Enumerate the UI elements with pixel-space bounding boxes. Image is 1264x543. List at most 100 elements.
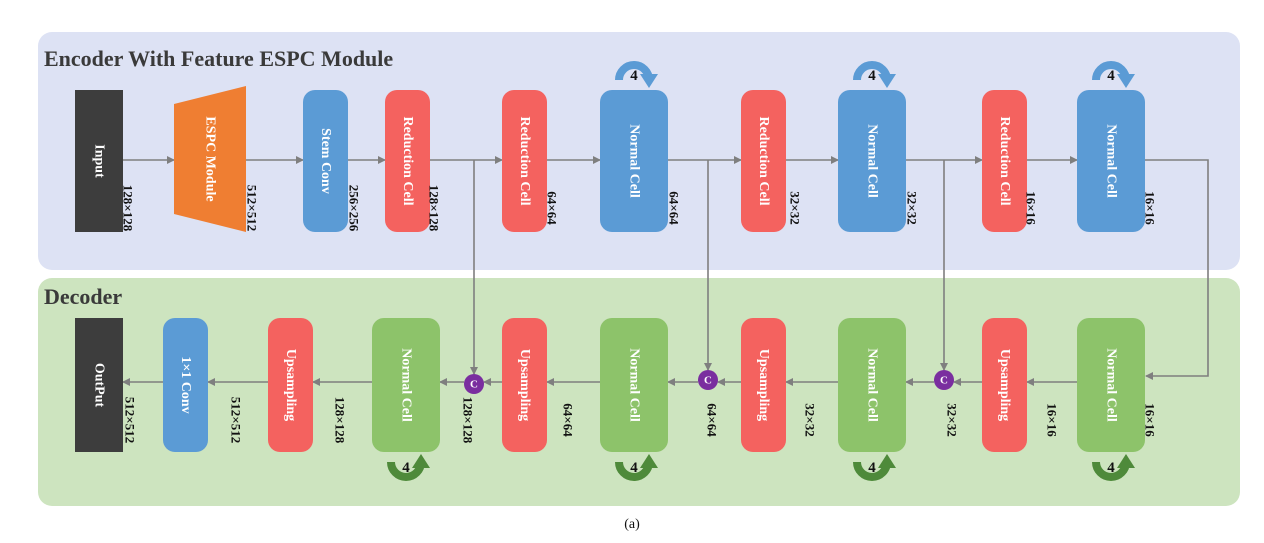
decoder-up3-label: Upsampling [756,349,771,421]
encoder-title: Encoder With Feature ESPC Module [44,46,393,71]
decoder-dnorm1-shape [372,318,440,452]
decoder-title: Decoder [44,284,122,309]
encoder-red4-shape [982,90,1027,232]
decoder-dnorm4-shape [1077,318,1145,452]
encoder-to-decoder-arrow [1145,159,1209,380]
encoder-norm1-repeat-icon: 4 [615,61,658,88]
decoder-up3: Upsampling 32×32 [741,318,818,452]
decoder-dnorm2-shape [600,318,668,452]
encoder-red2-label: Reduction Cell [517,116,532,205]
encoder-norm3-dim: 16×16 [1143,191,1158,225]
decoder-output-shape [75,318,123,452]
encoder-red1-label: Reduction Cell [400,116,415,205]
decoder-dnorm1-dim: 128×128 [461,397,476,444]
decoder-up2-shape [502,318,547,452]
encoder-espc: ESPC Module 512×512 [174,86,260,232]
decoder-conv1x1-label: 1×1 Conv [178,356,193,413]
decoder-up1-label: Upsampling [283,349,298,421]
decoder-dnorm2-label: Normal Cell [627,348,642,422]
decoder-dnorm3-label: Normal Cell [865,348,880,422]
encoder-espc-dim: 512×512 [245,185,260,231]
decoder-up3-shape [741,318,786,452]
encoder-stem-dim: 256×256 [347,185,362,232]
decoder-up4: Upsampling 16×16 [982,318,1060,452]
decoder-dnorm2-repeat-icon-label: 4 [630,460,638,476]
encoder-norm3-label: Normal Cell [1104,124,1119,198]
figure-caption: (a) [624,517,640,532]
decoder-up1-shape [268,318,313,452]
decoder-dnorm2-dim: 64×64 [705,403,720,437]
decoder-dnorm4-dim: 16×16 [1143,403,1158,437]
decoder-dnorm1-repeat-icon-label: 4 [402,460,410,476]
decoder-up2-dim: 64×64 [561,403,576,437]
decoder-up1: Upsampling 128×128 [268,318,348,452]
encoder-red4-dim: 16×16 [1024,191,1039,225]
encoder-red3-label: Reduction Cell [756,116,771,205]
encoder-stem-label: Stem Conv [318,128,333,194]
encoder-red2-dim: 64×64 [545,191,560,225]
encoder-norm2-repeat-icon-label: 4 [868,68,876,84]
decoder-conv1x1-shape [163,318,208,452]
encoder-norm3-repeat-icon-label: 4 [1107,68,1115,84]
encoder-red2: Reduction Cell 64×64 [502,90,560,232]
encoder-input-shape [75,90,123,232]
encoder-norm1-repeat-icon-label: 4 [630,68,638,84]
concat-label: C [940,375,948,387]
decoder-up2-label: Upsampling [517,349,532,421]
concat-node-3: C [934,370,954,390]
encoder-red3-dim: 32×32 [788,191,803,224]
encoder-espc-label: ESPC Module [203,116,218,201]
decoder-up1-dim: 128×128 [333,397,348,444]
decoder-dnorm3-repeat-icon: 4 [853,454,896,481]
decoder-dnorm4-label: Normal Cell [1104,348,1119,422]
decoder-up4-dim: 16×16 [1045,403,1060,437]
encoder-red1-shape [385,90,430,232]
decoder-dnorm4-repeat-icon: 4 [1092,454,1135,481]
encoder-norm3: Normal Cell 16×16 4 [1077,61,1158,232]
connection-arrows [122,156,1209,386]
encoder-input-dim: 128×128 [121,185,136,232]
concat-label: C [704,375,712,387]
encoder-blocks: Input 128×128 ESPC Module 512×512 Stem Conv 2… [75,61,1158,232]
concat-node-2: C [698,370,718,390]
decoder-dnorm3-repeat-icon-label: 4 [868,460,876,476]
encoder-red1-dim: 128×128 [427,185,442,232]
encoder-red3-shape [741,90,786,232]
encoder-norm1-dim: 64×64 [667,191,682,225]
decoder-dnorm3-shape [838,318,906,452]
encoder-input-label: Input [92,144,107,178]
encoder-norm2-repeat-icon: 4 [853,61,896,88]
decoder-up3-dim: 32×32 [803,403,818,436]
decoder-dnorm1-repeat-icon: 4 [387,454,430,481]
encoder-norm2-dim: 32×32 [905,191,920,224]
encoder-red3: Reduction Cell 32×32 [741,90,803,232]
decoder-conv1x1: 1×1 Conv 512×512 [163,318,244,452]
decoder-up4-label: Upsampling [997,349,1012,421]
decoder-dnorm4: Normal Cell 16×16 4 [1077,318,1158,481]
encoder-norm3-repeat-icon: 4 [1092,61,1135,88]
decoder-up2: Upsampling 64×64 [502,318,576,452]
encoder-espc-shape [174,86,246,232]
encoder-norm1-shape [600,90,668,232]
concat-label: C [470,379,478,391]
decoder-up4-shape [982,318,1027,452]
decoder-output-dim: 512×512 [123,397,138,443]
encoder-stem: Stem Conv 256×256 [303,90,362,232]
encoder-red2-shape [502,90,547,232]
decoder-dnorm3: Normal Cell 32×32 4 [838,318,960,481]
decoder-dnorm4-repeat-icon-label: 4 [1107,460,1115,476]
concat-node-1: C [464,374,484,394]
decoder-dnorm3-dim: 32×32 [945,403,960,436]
encoder-red4-label: Reduction Cell [997,116,1012,205]
decoder-conv1x1-dim: 512×512 [229,397,244,443]
decoder-dnorm2: Normal Cell 64×64 4 [600,318,720,481]
encoder-input: Input 128×128 [75,90,136,232]
encoder-red4: Reduction Cell 16×16 [982,90,1039,232]
